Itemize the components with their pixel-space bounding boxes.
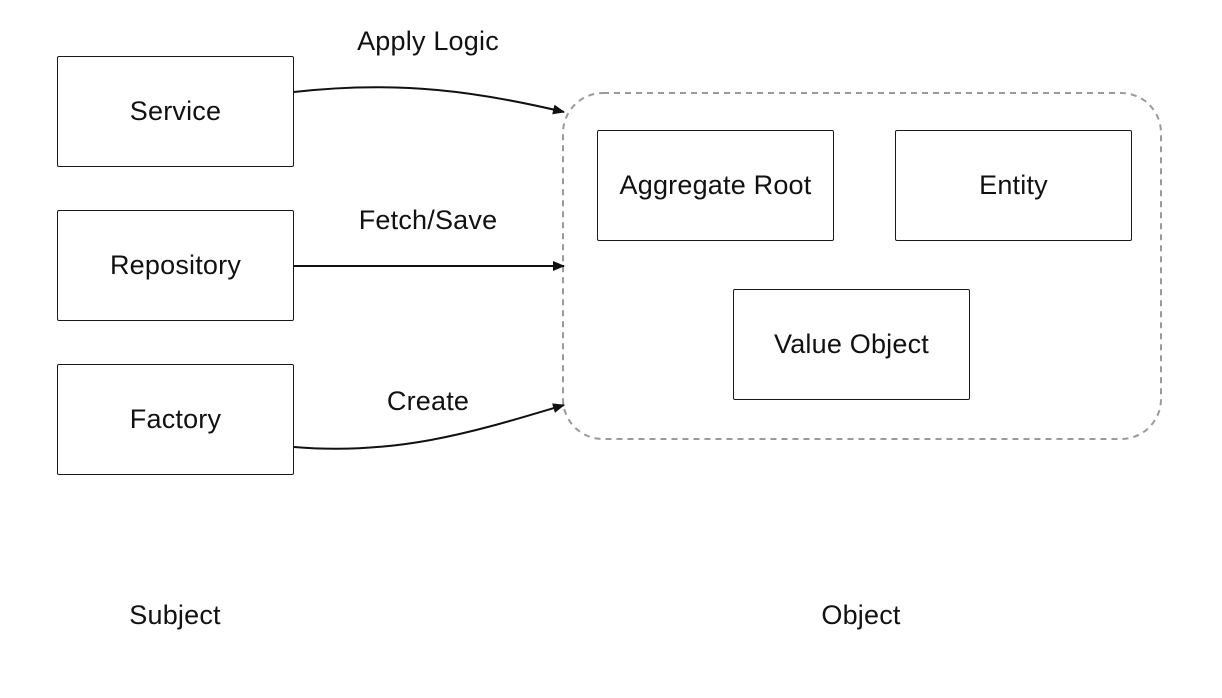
node-value-object: Value Object bbox=[733, 289, 970, 400]
node-repository: Repository bbox=[57, 210, 294, 321]
node-factory-label: Factory bbox=[129, 404, 222, 434]
node-entity-label: Entity bbox=[979, 170, 1048, 200]
node-service: Service bbox=[57, 56, 294, 167]
edge-label-create: Create bbox=[386, 386, 470, 416]
node-repository-label: Repository bbox=[109, 250, 242, 280]
node-value-object-label: Value Object bbox=[774, 329, 929, 359]
edge-create bbox=[293, 403, 565, 450]
node-aggregate-root-label: Aggregate Root bbox=[619, 170, 812, 200]
node-aggregate-root: Aggregate Root bbox=[597, 130, 834, 241]
edge-apply-logic bbox=[293, 86, 565, 115]
edge-label-fetch-save: Fetch/Save bbox=[358, 205, 498, 235]
node-service-label: Service bbox=[129, 96, 222, 126]
caption-object: Object bbox=[821, 600, 901, 630]
node-factory: Factory bbox=[57, 364, 294, 475]
caption-subject: Subject bbox=[129, 600, 221, 630]
node-entity: Entity bbox=[895, 130, 1132, 241]
object-group-border bbox=[562, 92, 1162, 440]
edge-label-apply-logic: Apply Logic bbox=[357, 26, 499, 56]
